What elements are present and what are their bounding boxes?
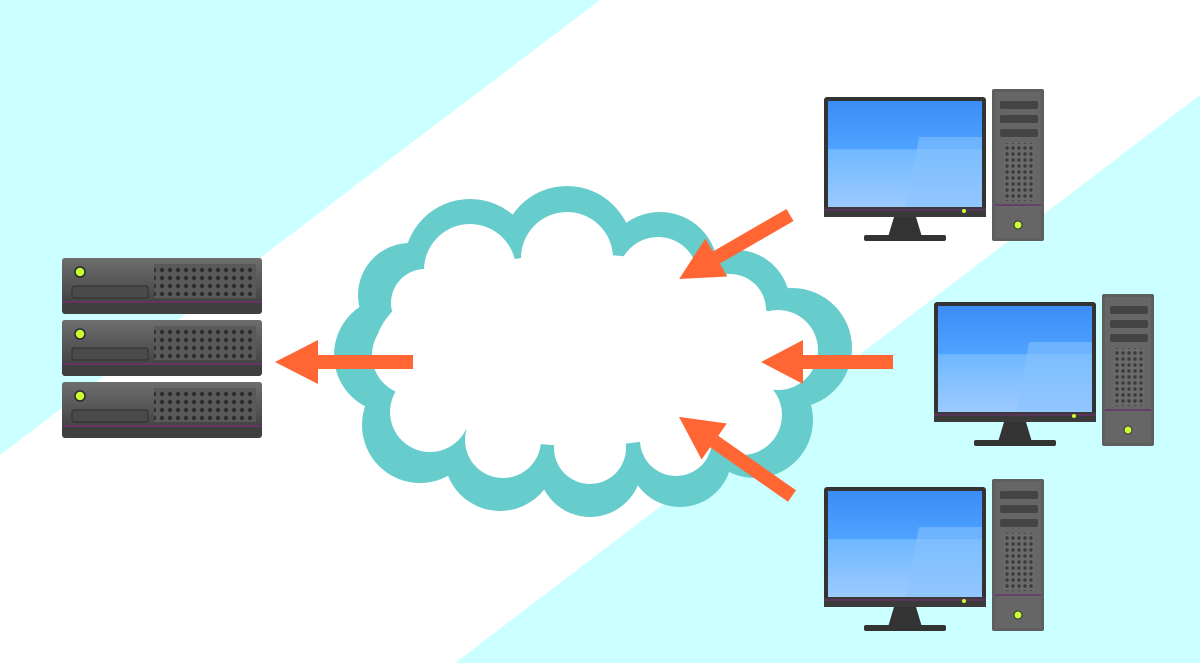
arrow-icon: [679, 208, 794, 279]
arrow-icon: [761, 340, 893, 384]
arrow-icon: [275, 340, 413, 384]
desktop-computer-icon: [823, 88, 1045, 242]
cloud-icon: [334, 186, 852, 517]
server-rack-icon: [61, 257, 263, 439]
arrow-icon: [678, 416, 797, 502]
